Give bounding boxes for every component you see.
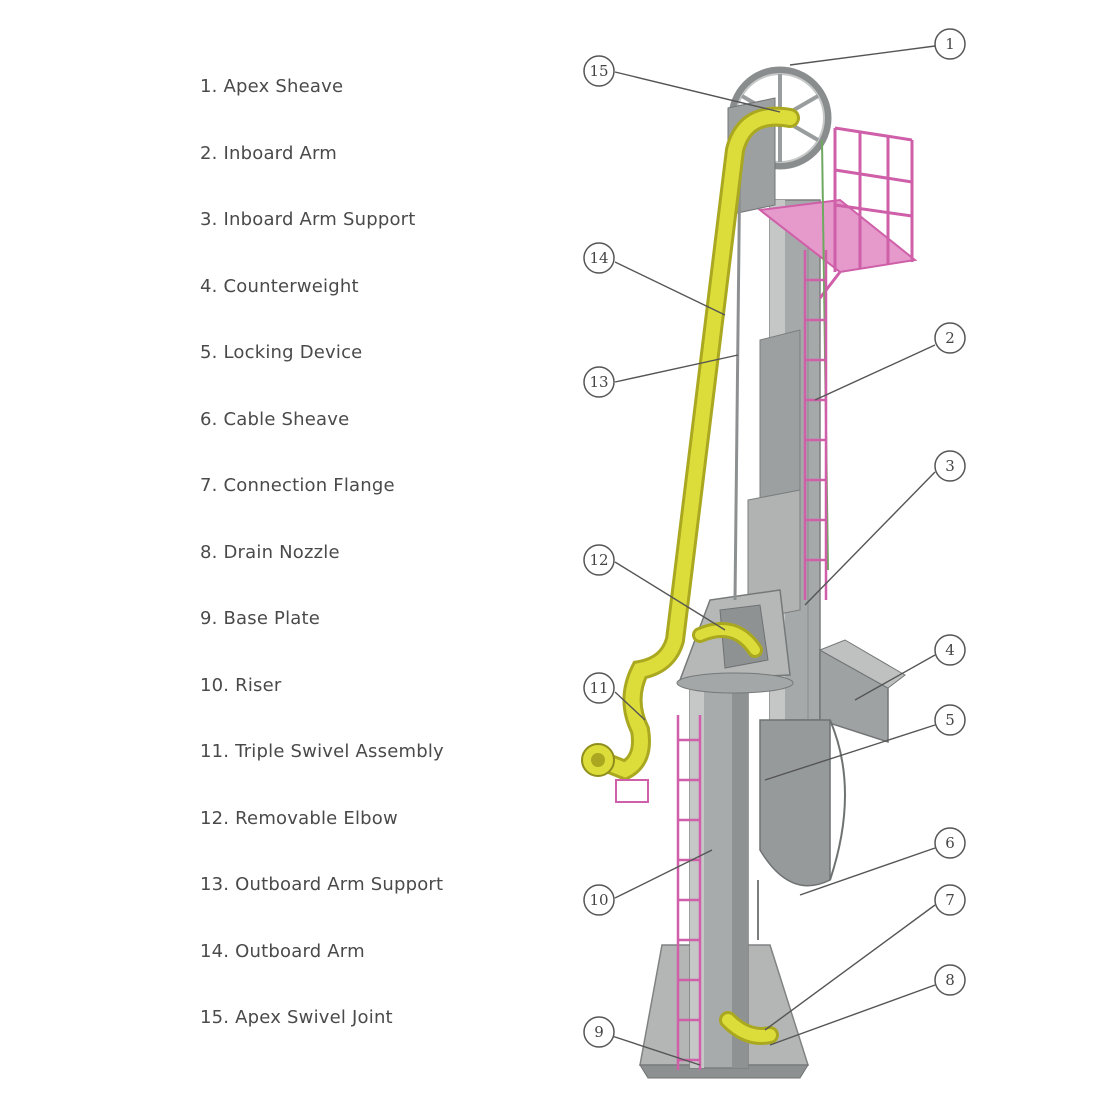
callout-circle bbox=[583, 672, 615, 704]
legend-item-outboard-arm-support: 13. Outboard Arm Support bbox=[200, 874, 444, 895]
top-platform-drawing bbox=[757, 126, 918, 299]
callout-circle bbox=[934, 827, 966, 859]
callout-label: 10 bbox=[589, 891, 608, 909]
legend-item-inboard-arm-support: 3. Inboard Arm Support bbox=[200, 209, 416, 230]
mast-ladder-drawing bbox=[803, 250, 828, 600]
legend-item-drain-nozzle: 8. Drain Nozzle bbox=[200, 541, 340, 563]
callout-label: 14 bbox=[589, 249, 608, 267]
callout-label: 9 bbox=[594, 1023, 604, 1041]
callout-circle bbox=[583, 884, 615, 916]
callout-6: 6 bbox=[934, 827, 966, 859]
legend-item-removable-elbow: 12. Removable Elbow bbox=[200, 807, 398, 829]
turntable-head-drawing bbox=[676, 589, 794, 694]
legend-item-inboard-arm: 2. Inboard Arm bbox=[200, 142, 338, 164]
callout-3: 3 bbox=[934, 450, 966, 482]
callout-circle bbox=[583, 544, 615, 576]
cable-sheave-drawing bbox=[757, 719, 846, 940]
callout-label: 7 bbox=[945, 891, 955, 909]
callout-label: 1 bbox=[945, 35, 955, 53]
component-legend: 1. Apex Sheave 2. Inboard Arm 3. Inboard… bbox=[200, 76, 500, 1074]
callout-label: 2 bbox=[945, 329, 955, 347]
callout-label: 3 bbox=[945, 457, 955, 475]
callout-14: 14 bbox=[583, 242, 615, 274]
callout-circle bbox=[934, 704, 966, 736]
legend-item-cable-sheave: 6. Cable Sheave bbox=[200, 408, 350, 430]
outboard-arm-support-rod bbox=[733, 149, 742, 601]
callout-10: 10 bbox=[583, 884, 615, 916]
legend-item-locking-device: 5. Locking Device bbox=[200, 342, 363, 363]
callout-13: 13 bbox=[583, 366, 615, 398]
legend-item-apex-swivel-joint: 15. Apex Swivel Joint bbox=[200, 1007, 393, 1028]
legend-item-apex-sheave: 1. Apex Sheave bbox=[200, 76, 344, 97]
callout-8: 8 bbox=[934, 964, 966, 996]
callout-label: 12 bbox=[589, 551, 608, 569]
callout-4: 4 bbox=[934, 634, 966, 666]
legend-item-counterweight: 4. Counterweight bbox=[200, 275, 359, 297]
legend-item-outboard-arm: 14. Outboard Arm bbox=[200, 940, 365, 962]
callout-label: 15 bbox=[589, 62, 608, 80]
callout-label: 4 bbox=[945, 641, 955, 659]
callout-circle bbox=[934, 450, 966, 482]
callout-label: 8 bbox=[945, 971, 955, 989]
callout-circle bbox=[583, 366, 615, 398]
callout-2: 2 bbox=[934, 322, 966, 354]
callout-circle bbox=[934, 634, 966, 666]
callout-7: 7 bbox=[934, 884, 966, 916]
callout-circle bbox=[934, 884, 966, 916]
legend-item-base-plate: 9. Base Plate bbox=[200, 608, 321, 629]
legend-item-connection-flange: 7. Connection Flange bbox=[200, 475, 395, 496]
counterweight-drawing bbox=[818, 639, 906, 744]
callout-circle bbox=[583, 55, 615, 87]
triple-swivel-flange-drawing bbox=[581, 743, 649, 803]
callout-5: 5 bbox=[934, 704, 966, 736]
callout-1: 1 bbox=[934, 28, 966, 60]
product-pipe-drawing bbox=[590, 106, 800, 1045]
callout-label: 6 bbox=[945, 834, 955, 852]
riser-ladder-drawing bbox=[676, 715, 702, 1070]
callout-circle bbox=[583, 1016, 615, 1048]
callout-15: 15 bbox=[583, 55, 615, 87]
legend-item-riser: 10. Riser bbox=[200, 674, 282, 696]
callout-9: 9 bbox=[583, 1016, 615, 1048]
callout-circle bbox=[934, 322, 966, 354]
callout-circle bbox=[583, 242, 615, 274]
callout-circle bbox=[934, 28, 966, 60]
callout-11: 11 bbox=[583, 672, 615, 704]
callout-label: 5 bbox=[945, 711, 955, 729]
callout-circle bbox=[934, 964, 966, 996]
riser-drawing bbox=[689, 687, 749, 1069]
callout-label: 13 bbox=[589, 373, 608, 391]
legend-item-triple-swivel-assembly: 11. Triple Swivel Assembly bbox=[200, 741, 444, 762]
leader-lines bbox=[611, 45, 936, 1066]
callout-label: 11 bbox=[589, 679, 608, 697]
callout-12: 12 bbox=[583, 544, 615, 576]
